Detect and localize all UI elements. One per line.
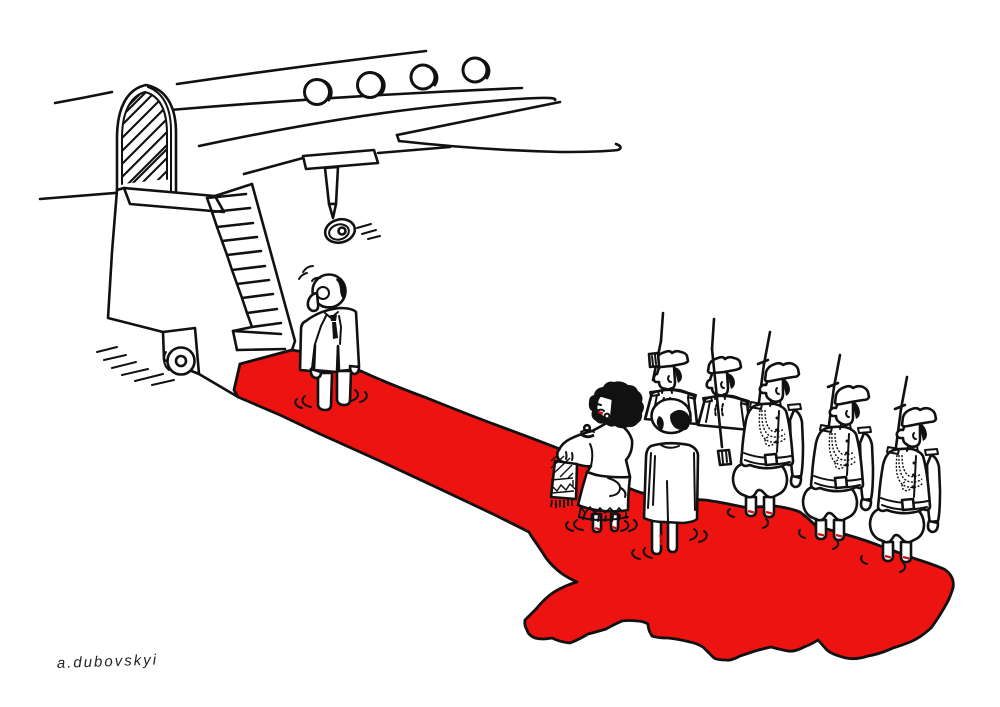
- svg-text:a.dubovskyi: a.dubovskyi: [57, 651, 159, 672]
